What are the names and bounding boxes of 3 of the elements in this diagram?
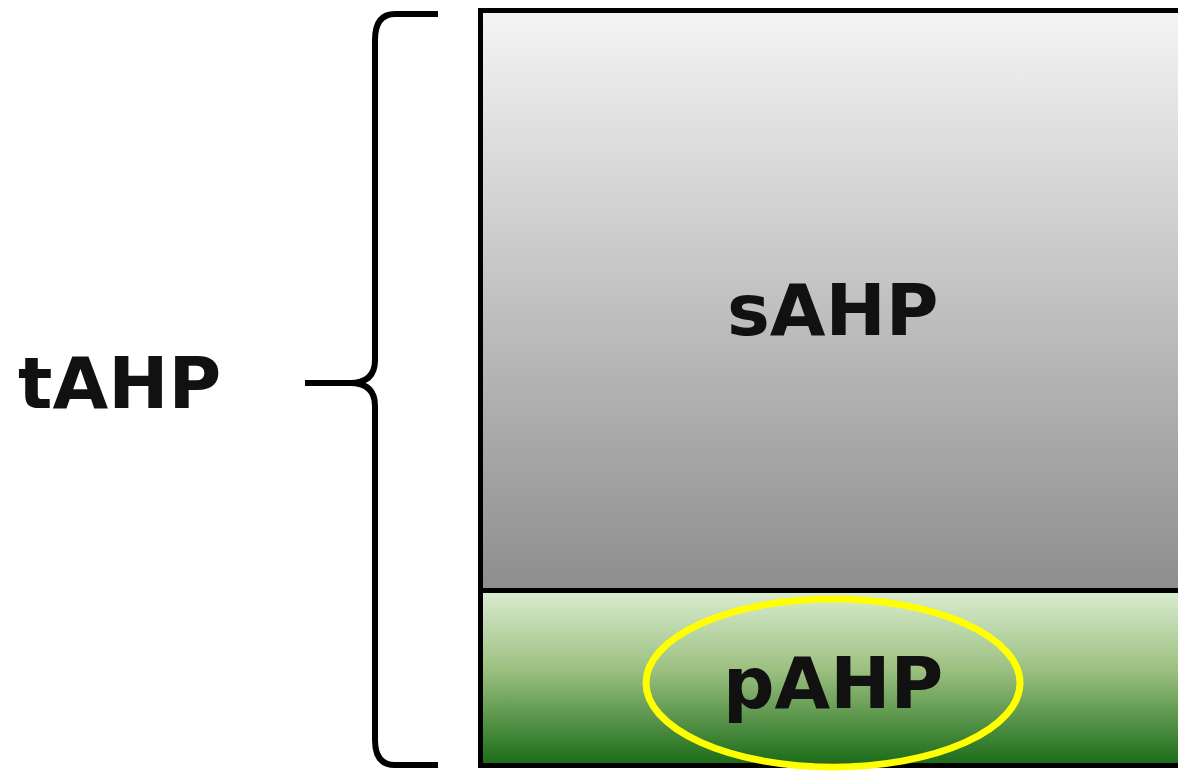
node-label: pAHP (723, 641, 944, 725)
bracket-label: tAHP (18, 341, 222, 425)
node-label: sAHP (727, 268, 939, 352)
